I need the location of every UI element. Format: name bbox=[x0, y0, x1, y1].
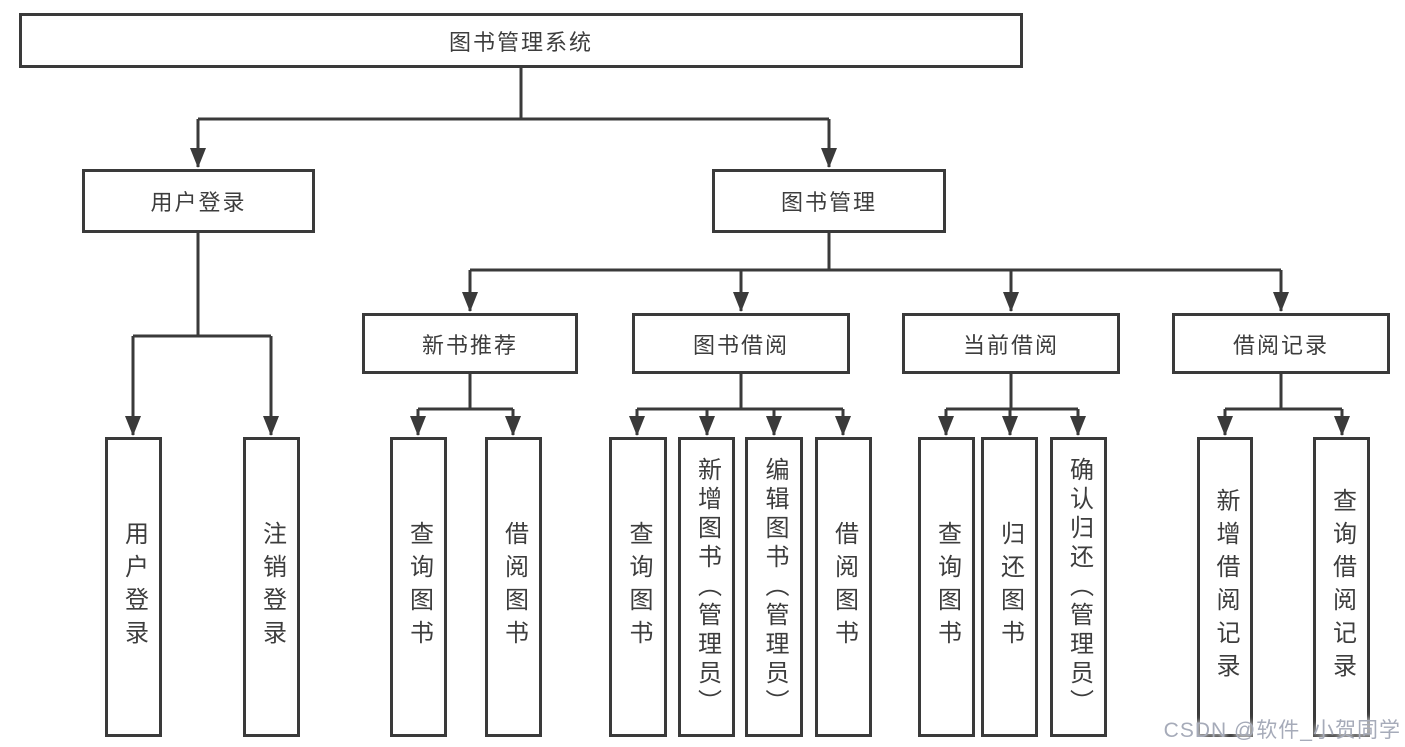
leaf-current-return-books: 归还图书 bbox=[981, 437, 1038, 737]
leaf-current-query-books: 查询图书 bbox=[918, 437, 975, 737]
node-borrow-records: 借阅记录 bbox=[1172, 313, 1390, 374]
vertical-label: 借阅图书 bbox=[500, 521, 528, 653]
vertical-label: 编辑图书（管理员） bbox=[761, 456, 788, 718]
node-current-borrowing: 当前借阅 bbox=[902, 313, 1120, 374]
leaf-records-query-record: 查询借阅记录 bbox=[1313, 437, 1370, 737]
node-book-management: 图书管理 bbox=[712, 169, 946, 233]
vertical-label: 查询图书 bbox=[625, 521, 652, 653]
leaf-borrowing-query-books: 查询图书 bbox=[609, 437, 667, 737]
leaf-records-add-record: 新增借阅记录 bbox=[1197, 437, 1253, 737]
leaf-user-login: 用户登录 bbox=[105, 437, 162, 737]
node-user-login: 用户登录 bbox=[82, 169, 315, 233]
vertical-label: 用户登录 bbox=[120, 521, 148, 653]
leaf-borrowing-borrow-books: 借阅图书 bbox=[815, 437, 872, 737]
csdn-watermark: CSDN @软件_小贺同学 bbox=[1163, 719, 1401, 742]
leaf-recommend-borrow-books: 借阅图书 bbox=[485, 437, 542, 737]
vertical-label: 查询借阅记录 bbox=[1328, 488, 1356, 686]
vertical-label: 注销登录 bbox=[258, 521, 286, 653]
vertical-label: 借阅图书 bbox=[830, 521, 858, 653]
vertical-label: 查询图书 bbox=[405, 521, 433, 653]
leaf-borrowing-add-books-admin: 新增图书（管理员） bbox=[678, 437, 735, 737]
leaf-borrowing-edit-books-admin: 编辑图书（管理员） bbox=[745, 437, 803, 737]
vertical-label: 归还图书 bbox=[996, 521, 1024, 653]
leaf-recommend-query-books: 查询图书 bbox=[390, 437, 447, 737]
leaf-logout-login: 注销登录 bbox=[243, 437, 300, 737]
node-book-borrowing: 图书借阅 bbox=[632, 313, 850, 374]
vertical-label: 查询图书 bbox=[933, 521, 961, 653]
node-new-book-recommend: 新书推荐 bbox=[362, 313, 578, 374]
node-system-root: 图书管理系统 bbox=[19, 13, 1023, 68]
vertical-label: 新增借阅记录 bbox=[1212, 488, 1239, 686]
leaf-current-confirm-return-admin: 确认归还（管理员） bbox=[1050, 437, 1107, 737]
vertical-label: 确认归还（管理员） bbox=[1065, 456, 1093, 718]
vertical-label: 新增图书（管理员） bbox=[693, 456, 721, 718]
